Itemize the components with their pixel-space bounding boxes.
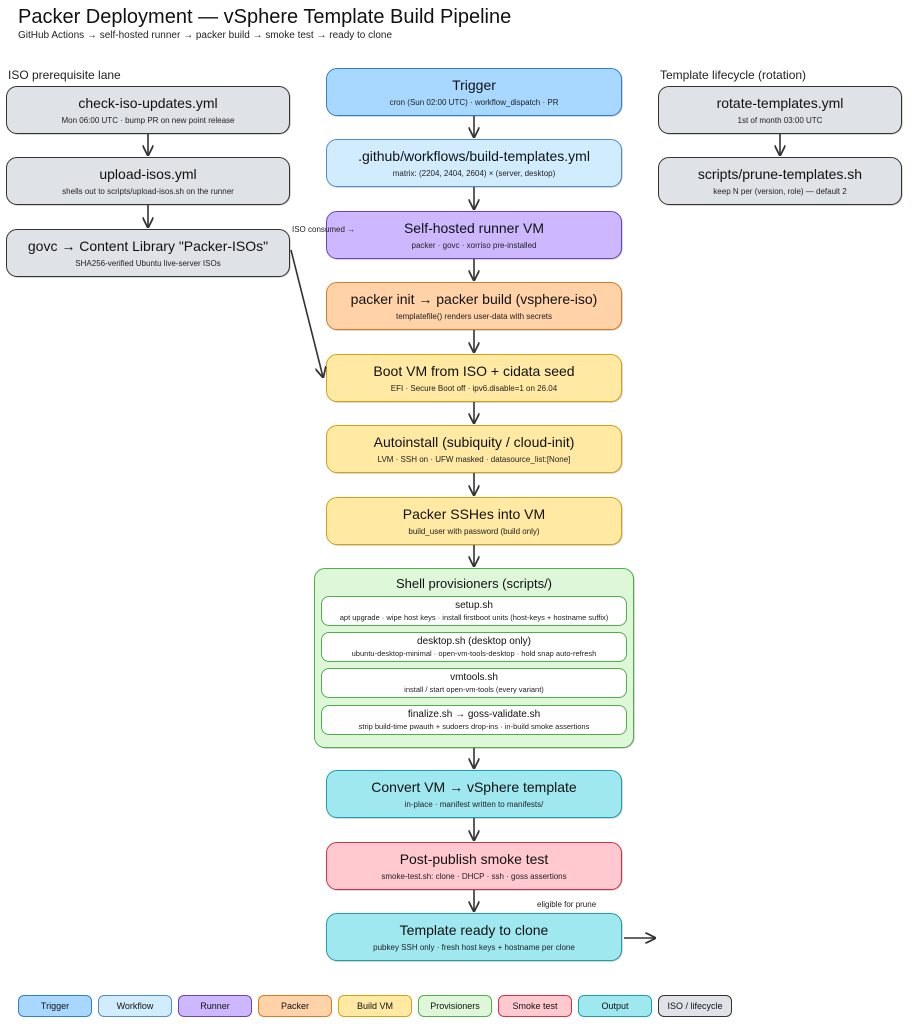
node-autoinstall: Autoinstall (subiquity / cloud-init) LVM… (326, 425, 622, 473)
node-subtitle: EFI · Secure Boot off · ipv6.disable=1 o… (390, 383, 558, 393)
node-subtitle: 1st of month 03:00 UTC (737, 115, 823, 125)
node-check-iso-updates: check-iso-updates.yml Mon 06:00 UTC · bu… (6, 86, 290, 134)
node-subtitle: pubkey SSH only · fresh host keys + host… (373, 942, 575, 952)
node-subtitle: keep N per (version, role) — default 2 (713, 186, 847, 196)
legend-smoke-test: Smoke test (498, 995, 572, 1017)
legend-label: Runner (200, 1001, 230, 1011)
node-subtitle: Mon 06:00 UTC · bump PR on new point rel… (61, 115, 235, 125)
node-boot-vm: Boot VM from ISO + cidata seed EFI · Sec… (326, 354, 622, 402)
legend-label: Trigger (40, 1001, 70, 1011)
node-subtitle: matrix: (2204, 2404, 2604) × (server, de… (392, 168, 556, 178)
node-runner: Self-hosted runner VM packer · govc · xo… (326, 211, 622, 259)
provisioner-title: desktop.sh (desktop only) (417, 635, 531, 647)
node-shell-provisioners: Shell provisioners (scripts/) setup.sh a… (314, 568, 634, 748)
provisioner-subtitle: strip build-time pwauth + sudoers drop-i… (358, 721, 590, 731)
legend-build-vm: Build VM (338, 995, 412, 1017)
legend-label: Smoke test (512, 1001, 558, 1011)
legend-label: Output (601, 1001, 629, 1011)
note-iso-consumed: ISO consumed → (292, 225, 356, 234)
node-title: Post-publish smoke test (399, 850, 549, 867)
node-title: Boot VM from ISO + cidata seed (373, 362, 575, 379)
legend-label: Workflow (116, 1001, 154, 1011)
node-title: packer init → packer build (vsphere-iso) (350, 290, 598, 307)
legend-label: ISO / lifecycle (667, 1001, 723, 1011)
provisioner-desktop: desktop.sh (desktop only) ubuntu-desktop… (321, 632, 627, 662)
legend-provisioners: Provisioners (418, 995, 492, 1017)
node-subtitle: build_user with password (build only) (408, 526, 540, 536)
node-subtitle: packer · govc · xorriso pre-installed (411, 240, 537, 250)
node-subtitle: cron (Sun 02:00 UTC) · workflow_dispatch… (389, 97, 559, 107)
note-eligible-for-prune: eligible for prune (537, 900, 597, 909)
provisioner-subtitle: apt upgrade · wipe host keys · install f… (339, 612, 609, 622)
provisioner-subtitle: install / start open-vm-tools (every var… (404, 684, 544, 694)
node-title: Convert VM → vSphere template (371, 778, 577, 795)
node-prune-templates: scripts/prune-templates.sh keep N per (v… (658, 157, 902, 205)
legend-label: Packer (280, 1001, 309, 1011)
legend-iso-lifecycle: ISO / lifecycle (658, 995, 732, 1017)
node-subtitle: in-place · manifest written to manifests… (404, 799, 544, 809)
node-smoke-test: Post-publish smoke test smoke-test.sh: c… (326, 842, 622, 890)
legend-output: Output (578, 995, 652, 1017)
legend-runner: Runner (178, 995, 252, 1017)
provisioner-subtitle: ubuntu-desktop-minimal · open-vm-tools-d… (351, 648, 597, 658)
node-rotate-templates: rotate-templates.yml 1st of month 03:00 … (658, 86, 902, 134)
lifecycle-lane-title: Template lifecycle (rotation) (660, 68, 807, 82)
node-title: .github/workflows/build-templates.yml (358, 147, 590, 164)
page-title: Packer Deployment — vSphere Template Bui… (18, 6, 512, 28)
node-title: Self-hosted runner VM (403, 219, 545, 236)
node-convert-template: Convert VM → vSphere template in-place ·… (326, 770, 622, 818)
node-subtitle: smoke-test.sh: clone · DHCP · ssh · goss… (381, 871, 567, 881)
provisioner-title: vmtools.sh (450, 671, 498, 683)
node-packer-ssh: Packer SSHes into VM build_user with pas… (326, 497, 622, 545)
node-title: Trigger (452, 76, 496, 93)
legend-trigger: Trigger (18, 995, 92, 1017)
node-title: Template ready to clone (399, 921, 549, 938)
arrow-iso-to-boot (290, 249, 323, 377)
node-title: check-iso-updates.yml (78, 94, 218, 111)
node-template-ready: Template ready to clone pubkey SSH only … (326, 913, 622, 961)
node-title: upload-isos.yml (99, 165, 197, 182)
node-title: scripts/prune-templates.sh (697, 165, 863, 182)
provisioner-title: finalize.sh → goss-validate.sh (407, 708, 541, 720)
node-content-library: govc → Content Library "Packer-ISOs" SHA… (6, 229, 290, 277)
node-title: rotate-templates.yml (716, 94, 844, 111)
legend-workflow: Workflow (98, 995, 172, 1017)
page-subtitle: GitHub Actions → self-hosted runner → pa… (18, 30, 393, 41)
node-workflow: .github/workflows/build-templates.yml ma… (326, 139, 622, 187)
node-title: Packer SSHes into VM (402, 505, 546, 522)
node-title: Autoinstall (subiquity / cloud-init) (373, 433, 575, 450)
iso-lane-title: ISO prerequisite lane (8, 68, 121, 82)
legend-label: Build VM (356, 1001, 393, 1011)
legend-packer: Packer (258, 995, 332, 1017)
node-trigger: Trigger cron (Sun 02:00 UTC) · workflow_… (326, 68, 622, 116)
node-title: Shell provisioners (scripts/) (395, 576, 553, 591)
node-upload-isos: upload-isos.yml shells out to scripts/up… (6, 157, 290, 205)
node-subtitle: SHA256-verified Ubuntu live-server ISOs (75, 258, 221, 268)
node-packer-build: packer init → packer build (vsphere-iso)… (326, 282, 622, 330)
node-subtitle: templatefile() renders user-data with se… (395, 311, 553, 321)
provisioner-setup: setup.sh apt upgrade · wipe host keys · … (321, 596, 627, 626)
node-subtitle: shells out to scripts/upload-isos.sh on … (62, 186, 234, 196)
provisioner-vmtools: vmtools.sh install / start open-vm-tools… (321, 668, 627, 698)
node-title: govc → Content Library "Packer-ISOs" (27, 237, 269, 254)
node-subtitle: LVM · SSH on · UFW masked · datasource_l… (377, 454, 571, 464)
provisioner-finalize: finalize.sh → goss-validate.sh strip bui… (321, 705, 627, 735)
legend-label: Provisioners (430, 1001, 480, 1011)
provisioner-title: setup.sh (455, 599, 493, 611)
